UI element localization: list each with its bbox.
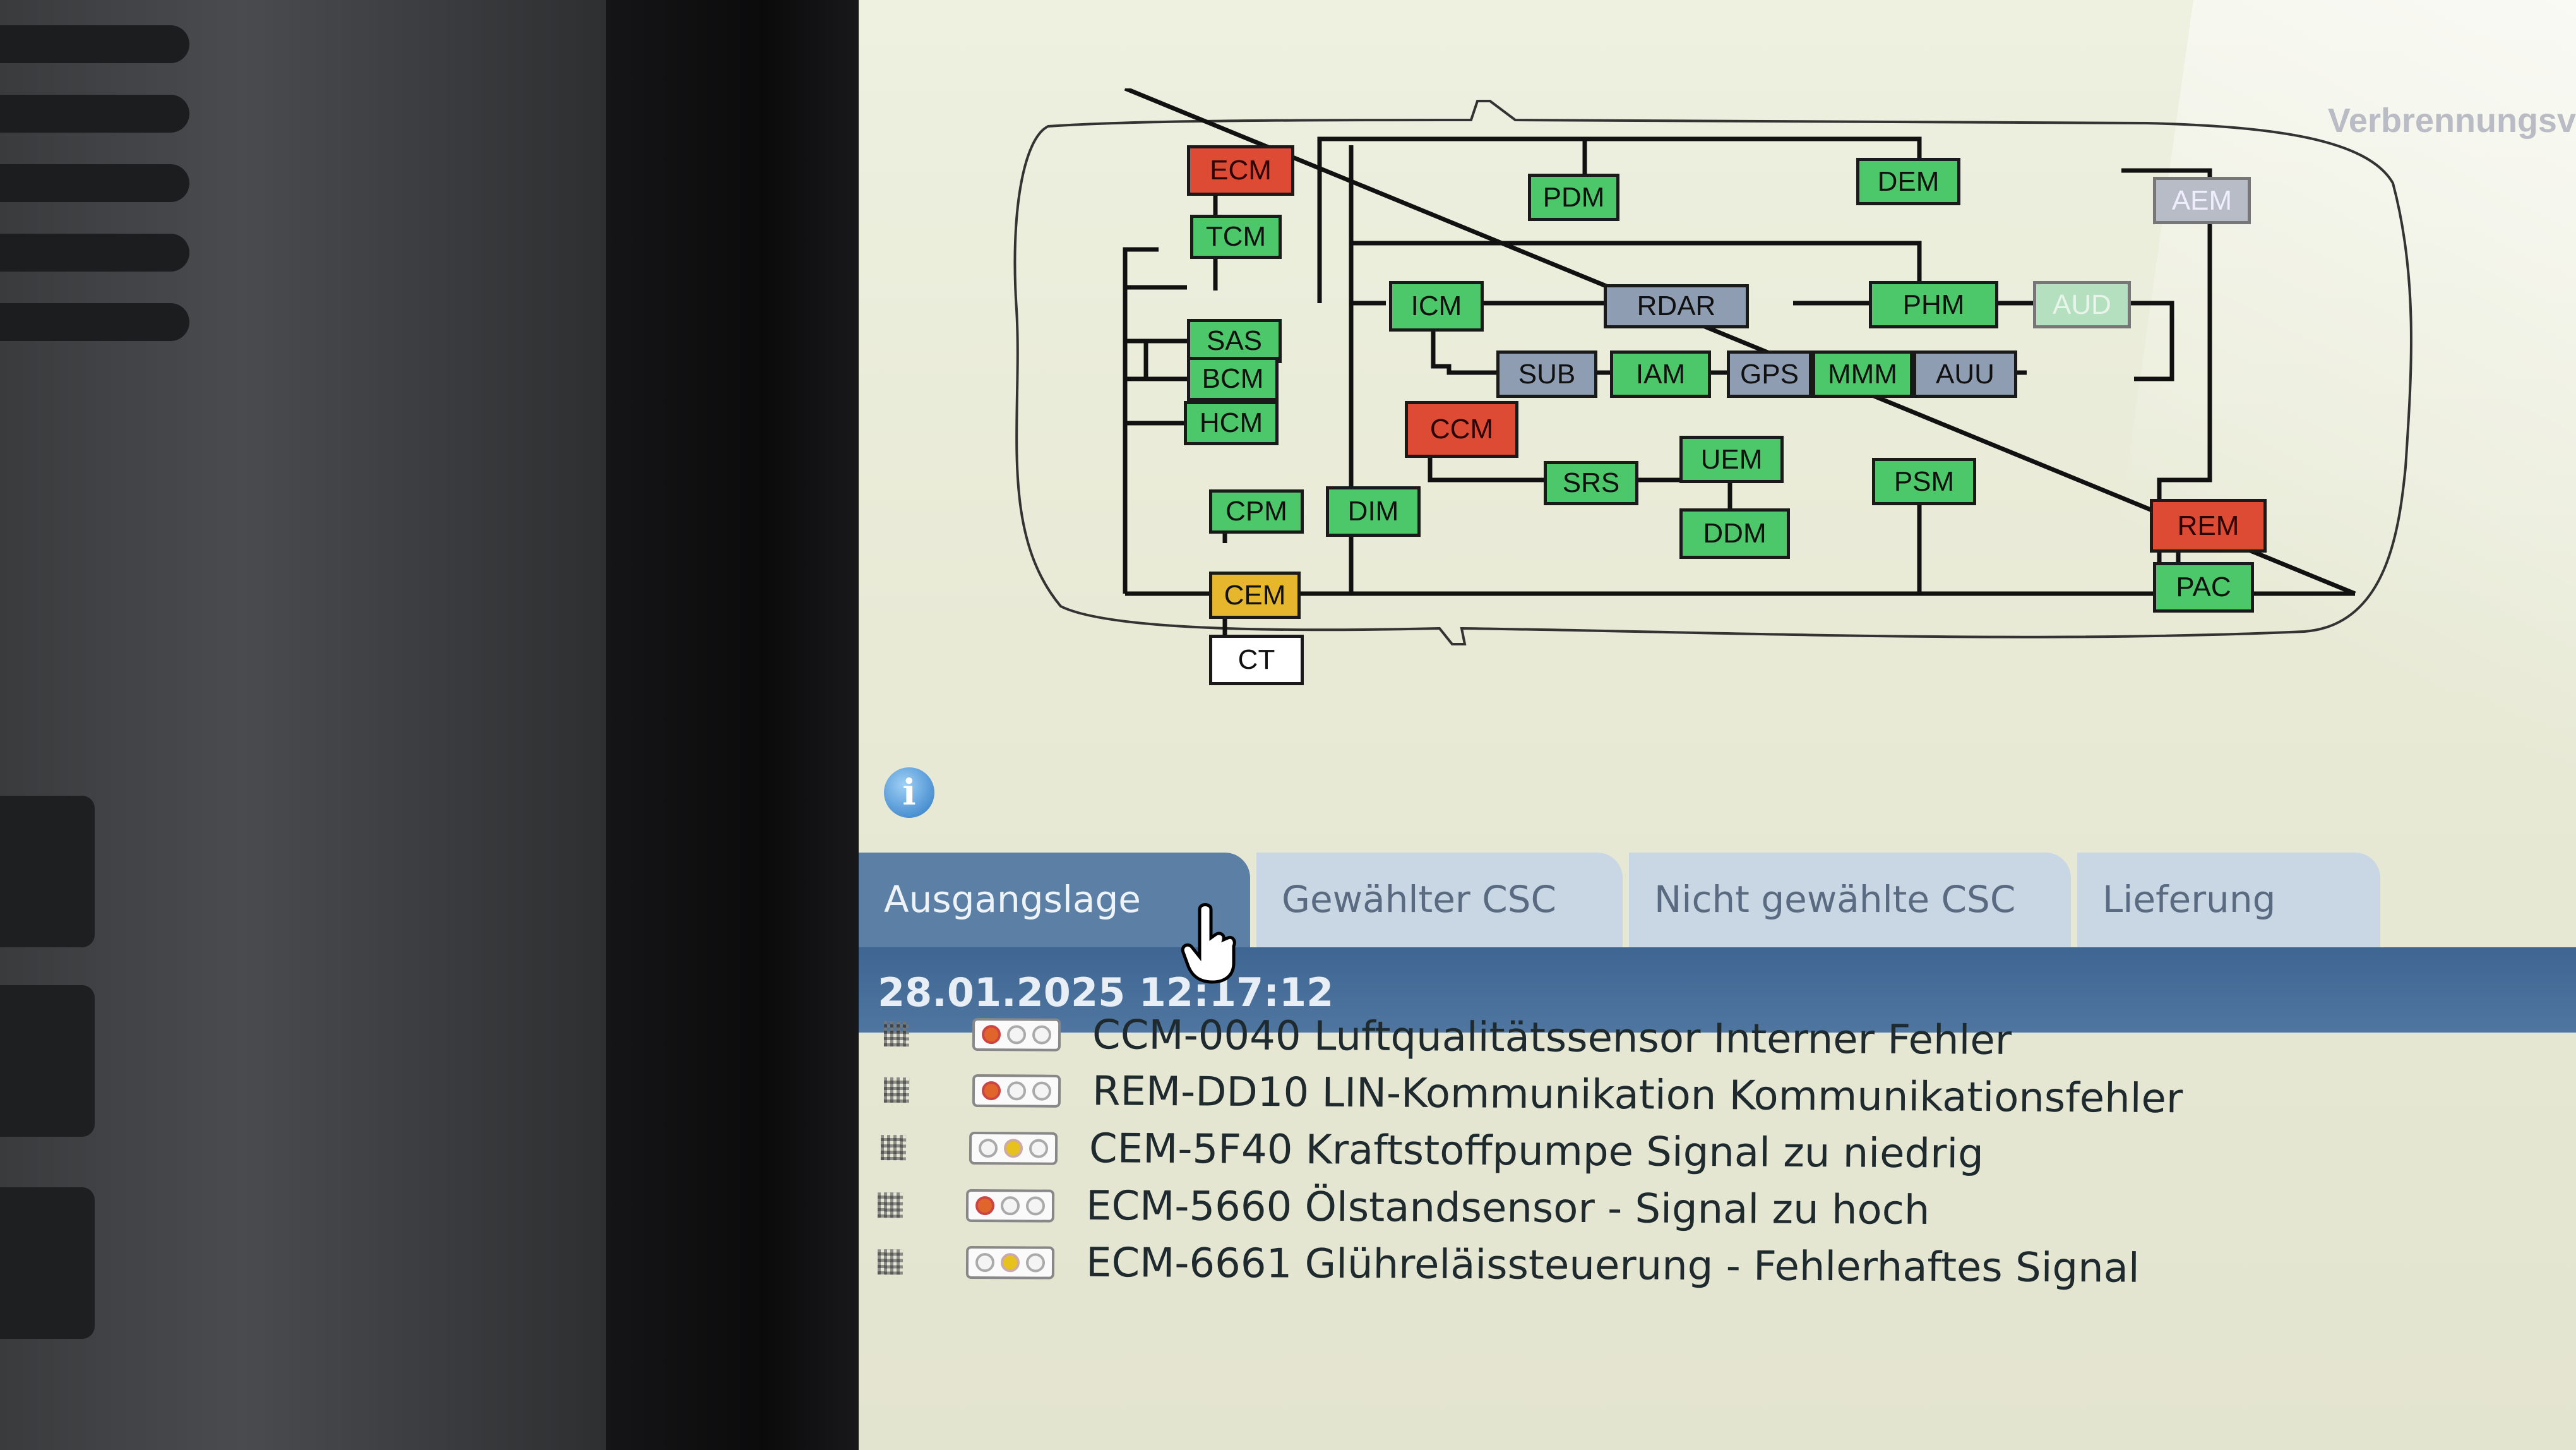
- fault-description: REM-DD10 LIN-Kommunikation Kommunikation…: [1092, 1068, 2183, 1123]
- ecu-node-ecm[interactable]: ECM: [1187, 145, 1294, 196]
- status-lamp-icon: [965, 1245, 1055, 1279]
- fault-row[interactable]: CEM-5F40 Kraftstoffpumpe Signal zu niedr…: [880, 1119, 2523, 1186]
- ecu-node-gps[interactable]: GPS: [1727, 351, 1812, 398]
- fault-description: ECM-6661 Glühreläissteuerung - Fehlerhaf…: [1085, 1239, 2140, 1292]
- air-vent: [0, 234, 189, 272]
- ecu-node-ddm[interactable]: DDM: [1679, 508, 1790, 559]
- fault-description: CCM-0040 Luftqualitätssensor Interner Fe…: [1092, 1012, 2012, 1064]
- ecu-node-dim[interactable]: DIM: [1326, 486, 1421, 537]
- page-title: Verbrennungsv: [2327, 102, 2576, 140]
- tab-nicht-gewaehlte-csc[interactable]: Nicht gewählte CSC: [1629, 853, 2071, 947]
- fault-row[interactable]: REM-DD10 LIN-Kommunikation Kommunikation…: [883, 1062, 2526, 1130]
- dash-button: [0, 796, 95, 947]
- fault-row[interactable]: ECM-5660 Ölstandsensor - Signal zu hoch: [877, 1177, 2519, 1242]
- ecu-node-aud[interactable]: AUD: [2033, 281, 2131, 328]
- ecu-node-ccm[interactable]: CCM: [1405, 401, 1518, 458]
- ecu-node-iam[interactable]: IAM: [1610, 351, 1711, 398]
- status-lamp-icon: [965, 1189, 1055, 1223]
- drag-handle-icon[interactable]: [883, 1021, 910, 1047]
- fault-description: CEM-5F40 Kraftstoffpumpe Signal zu niedr…: [1088, 1125, 1984, 1178]
- tab-lieferung[interactable]: Lieferung: [2077, 853, 2380, 947]
- ecu-node-pdm[interactable]: PDM: [1528, 174, 1619, 221]
- ecu-node-pac[interactable]: PAC: [2153, 562, 2254, 613]
- session-datetime: 28.01.2025 12:17:12: [859, 947, 2576, 1033]
- ecu-node-srs[interactable]: SRS: [1544, 461, 1638, 505]
- hand-cursor-icon: [1181, 903, 1236, 984]
- ecu-node-cpm[interactable]: CPM: [1209, 489, 1304, 534]
- ecu-node-phm[interactable]: PHM: [1869, 281, 1998, 328]
- air-vent: [0, 164, 189, 202]
- ecu-node-tcm[interactable]: TCM: [1190, 215, 1282, 259]
- ecu-node-icm[interactable]: ICM: [1389, 281, 1484, 332]
- air-vent: [0, 25, 189, 63]
- ecu-node-dem[interactable]: DEM: [1856, 158, 1960, 205]
- ecu-node-rem[interactable]: REM: [2150, 499, 2267, 553]
- ecu-node-sub[interactable]: SUB: [1496, 351, 1597, 398]
- drag-handle-icon[interactable]: [877, 1249, 903, 1275]
- drag-handle-icon[interactable]: [883, 1077, 910, 1103]
- diagnostic-screen: Verbrennungsv: [859, 0, 2576, 1450]
- ecu-node-bcm[interactable]: BCM: [1187, 357, 1279, 401]
- ecu-node-auu[interactable]: AUU: [1913, 351, 2017, 398]
- drag-handle-icon[interactable]: [880, 1135, 907, 1161]
- ecu-node-aem[interactable]: AEM: [2153, 177, 2251, 224]
- screen-bezel: [606, 0, 871, 1450]
- car-interior: [0, 0, 606, 1450]
- ecu-node-psm[interactable]: PSM: [1872, 458, 1976, 505]
- ecu-node-rdar[interactable]: RDAR: [1604, 284, 1749, 328]
- ecu-node-cem[interactable]: CEM: [1209, 572, 1301, 619]
- status-lamp-icon: [972, 1017, 1061, 1052]
- dash-button: [0, 1187, 95, 1339]
- ecu-node-uem[interactable]: UEM: [1679, 436, 1784, 483]
- tab-gewaehlter-csc[interactable]: Gewählter CSC: [1256, 853, 1623, 947]
- drag-handle-icon[interactable]: [877, 1192, 903, 1218]
- fault-row[interactable]: ECM-6661 Glühreläissteuerung - Fehlerhaf…: [877, 1233, 2519, 1299]
- info-icon[interactable]: i: [884, 767, 934, 818]
- dash-button: [0, 985, 95, 1137]
- air-vent: [0, 95, 189, 133]
- ecu-node-ct[interactable]: CT: [1209, 635, 1304, 685]
- status-lamp-icon: [972, 1074, 1061, 1108]
- ecu-node-mmm[interactable]: MMM: [1812, 351, 1913, 398]
- tab-ausgangslage[interactable]: Ausgangslage: [859, 853, 1250, 947]
- fault-row[interactable]: CCM-0040 Luftqualitätssensor Interner Fe…: [883, 1005, 2526, 1072]
- air-vent: [0, 303, 189, 341]
- fault-description: ECM-5660 Ölstandsensor - Signal zu hoch: [1085, 1182, 1930, 1234]
- ecu-node-hcm[interactable]: HCM: [1184, 401, 1279, 445]
- tab-bar: Ausgangslage Gewählter CSC Nicht gewählt…: [859, 853, 2576, 947]
- status-lamp-icon: [969, 1131, 1058, 1165]
